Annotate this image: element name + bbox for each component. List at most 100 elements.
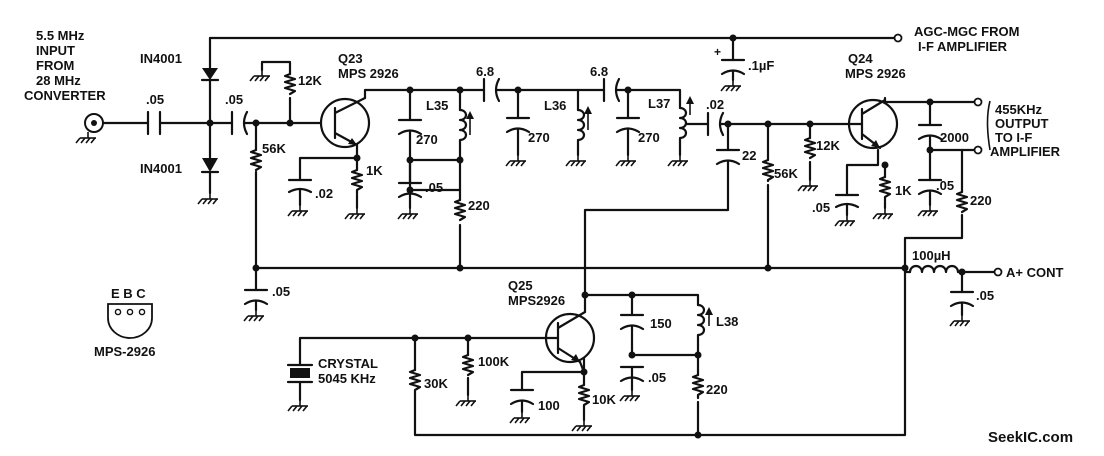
- agc-terminal: [893, 33, 903, 43]
- output-label-line-2: OUTPUT: [995, 116, 1049, 131]
- resistor-220-b: [955, 190, 969, 214]
- resistor-30k: [408, 368, 422, 397]
- c-bus-label: .05: [272, 284, 290, 299]
- output-label-line-4: AMPLIFIER: [990, 144, 1061, 159]
- capacitor-22: [715, 148, 741, 166]
- q24-type: MPS 2926: [845, 66, 906, 81]
- l35-label: L35: [426, 98, 448, 113]
- c-dec3-label: .05: [648, 370, 666, 385]
- resistor-56k-b: [761, 158, 775, 183]
- r-1k-a-label: 1K: [366, 163, 383, 178]
- crystal-label-line-1: CRYSTAL: [318, 356, 378, 371]
- q23-type: MPS 2926: [338, 66, 399, 81]
- l36-label: L36: [544, 98, 566, 113]
- r-56k-b-label: 56K: [774, 166, 798, 181]
- inductor-l37: [678, 96, 694, 147]
- r-10k-label: 10K: [592, 392, 616, 407]
- resistor-1k-b: [878, 175, 892, 203]
- diode-d1: [200, 68, 220, 82]
- capacitor-dec2: [917, 178, 943, 196]
- r-12k-a-label: 12K: [298, 73, 322, 88]
- capacitor-68b: [602, 77, 621, 103]
- r-220-b-label: 220: [970, 193, 992, 208]
- l38-label: L38: [716, 314, 738, 329]
- input-connector: [75, 113, 104, 144]
- capacitor-bus: [243, 288, 269, 312]
- output-label-line-1: 455KHz: [995, 102, 1042, 117]
- crystal-label-line-2: 5045 KHz: [318, 371, 376, 386]
- q25-ref: Q25: [508, 278, 533, 293]
- resistor-12k-b: [803, 136, 817, 160]
- c-68b-label: 6.8: [590, 64, 608, 79]
- r-56k-a-label: 56K: [262, 141, 286, 156]
- capacitor-c-in: [146, 110, 162, 136]
- r-100k-label: 100K: [478, 354, 510, 369]
- pinout-letters: E B C: [111, 286, 146, 301]
- l37-label: L37: [648, 96, 670, 111]
- resistor-1k-a: [350, 168, 364, 196]
- diode-d1-label: IN4001: [140, 51, 182, 66]
- agc-label-line-1: AGC-MGC FROM: [914, 24, 1019, 39]
- resistor-56k-a: [249, 148, 263, 172]
- pinout-package: [107, 303, 153, 339]
- capacitor-68a: [482, 77, 501, 103]
- resistor-100k: [461, 353, 475, 377]
- output-label-line-3: TO I-F: [995, 130, 1032, 145]
- c-b-label: .05: [225, 92, 243, 107]
- c-dec1-label: .05: [425, 180, 443, 195]
- c-02-label: .02: [706, 97, 724, 112]
- r-12k-b-label: 12K: [816, 138, 840, 153]
- c-22-label: 22: [742, 148, 756, 163]
- capacitor-2000: [917, 123, 943, 141]
- terminals: [75, 33, 1003, 277]
- input-label-line-4: 28 MHz: [36, 73, 81, 88]
- c-em-label: .02: [315, 186, 333, 201]
- inductor-l35: [458, 108, 474, 147]
- input-label-line-3: FROM: [36, 58, 74, 73]
- capacitor-270a: [397, 118, 423, 136]
- junction-dots: [206, 34, 966, 439]
- text-labels: 5.5 MHz INPUT FROM 28 MHz CONVERTER AGC-…: [24, 24, 1073, 446]
- r-220-a-label: 220: [468, 198, 490, 213]
- c-270b-label: 270: [528, 130, 550, 145]
- inductor-choke: [908, 264, 962, 274]
- watermark: SeekIC.com: [988, 429, 1073, 446]
- q23-ref: Q23: [338, 51, 363, 66]
- c-270c-label: 270: [638, 130, 660, 145]
- r-30k-label: 30K: [424, 376, 448, 391]
- choke-label: 100µH: [912, 248, 951, 263]
- pinout-name: MPS-2926: [94, 344, 155, 359]
- inductor-l38: [696, 303, 713, 347]
- c-1uf-label: .1µF: [748, 58, 774, 73]
- c-270a-label: 270: [416, 132, 438, 147]
- capacitor-dec3: [619, 365, 645, 383]
- c-em2-label: .05: [812, 200, 830, 215]
- c-150-label: 150: [650, 316, 672, 331]
- resistor-220-c: [691, 373, 705, 400]
- capacitor-1uf: [720, 36, 746, 82]
- capacitor-100: [509, 388, 535, 414]
- input-label-line-2: INPUT: [36, 43, 75, 58]
- resistor-12k-a: [283, 72, 297, 96]
- c-100-label: 100: [538, 398, 560, 413]
- capacitor-out: [949, 290, 975, 317]
- input-label-line-1: 5.5 MHz: [36, 28, 85, 43]
- q24-ref: Q24: [848, 51, 873, 66]
- output-terminal-1: [973, 97, 983, 107]
- q25-type: MPS2926: [508, 293, 565, 308]
- capacitor-c02: [706, 111, 725, 137]
- output-terminal-2: [973, 145, 983, 155]
- a-plus-label: A+ CONT: [1006, 265, 1063, 280]
- resistor-10k: [577, 383, 591, 412]
- c-1uf-polarity: +: [714, 45, 721, 59]
- capacitor-270b: [505, 116, 531, 134]
- capacitor-150: [619, 313, 645, 331]
- inductor-l36: [576, 106, 592, 147]
- capacitor-c-b: [230, 110, 249, 136]
- r-1k-b-label: 1K: [895, 183, 912, 198]
- c-2000-label: 2000: [940, 130, 969, 145]
- transistor-q25: [544, 293, 596, 374]
- transistor-q23: [319, 96, 371, 149]
- diode-d2-label: IN4001: [140, 161, 182, 176]
